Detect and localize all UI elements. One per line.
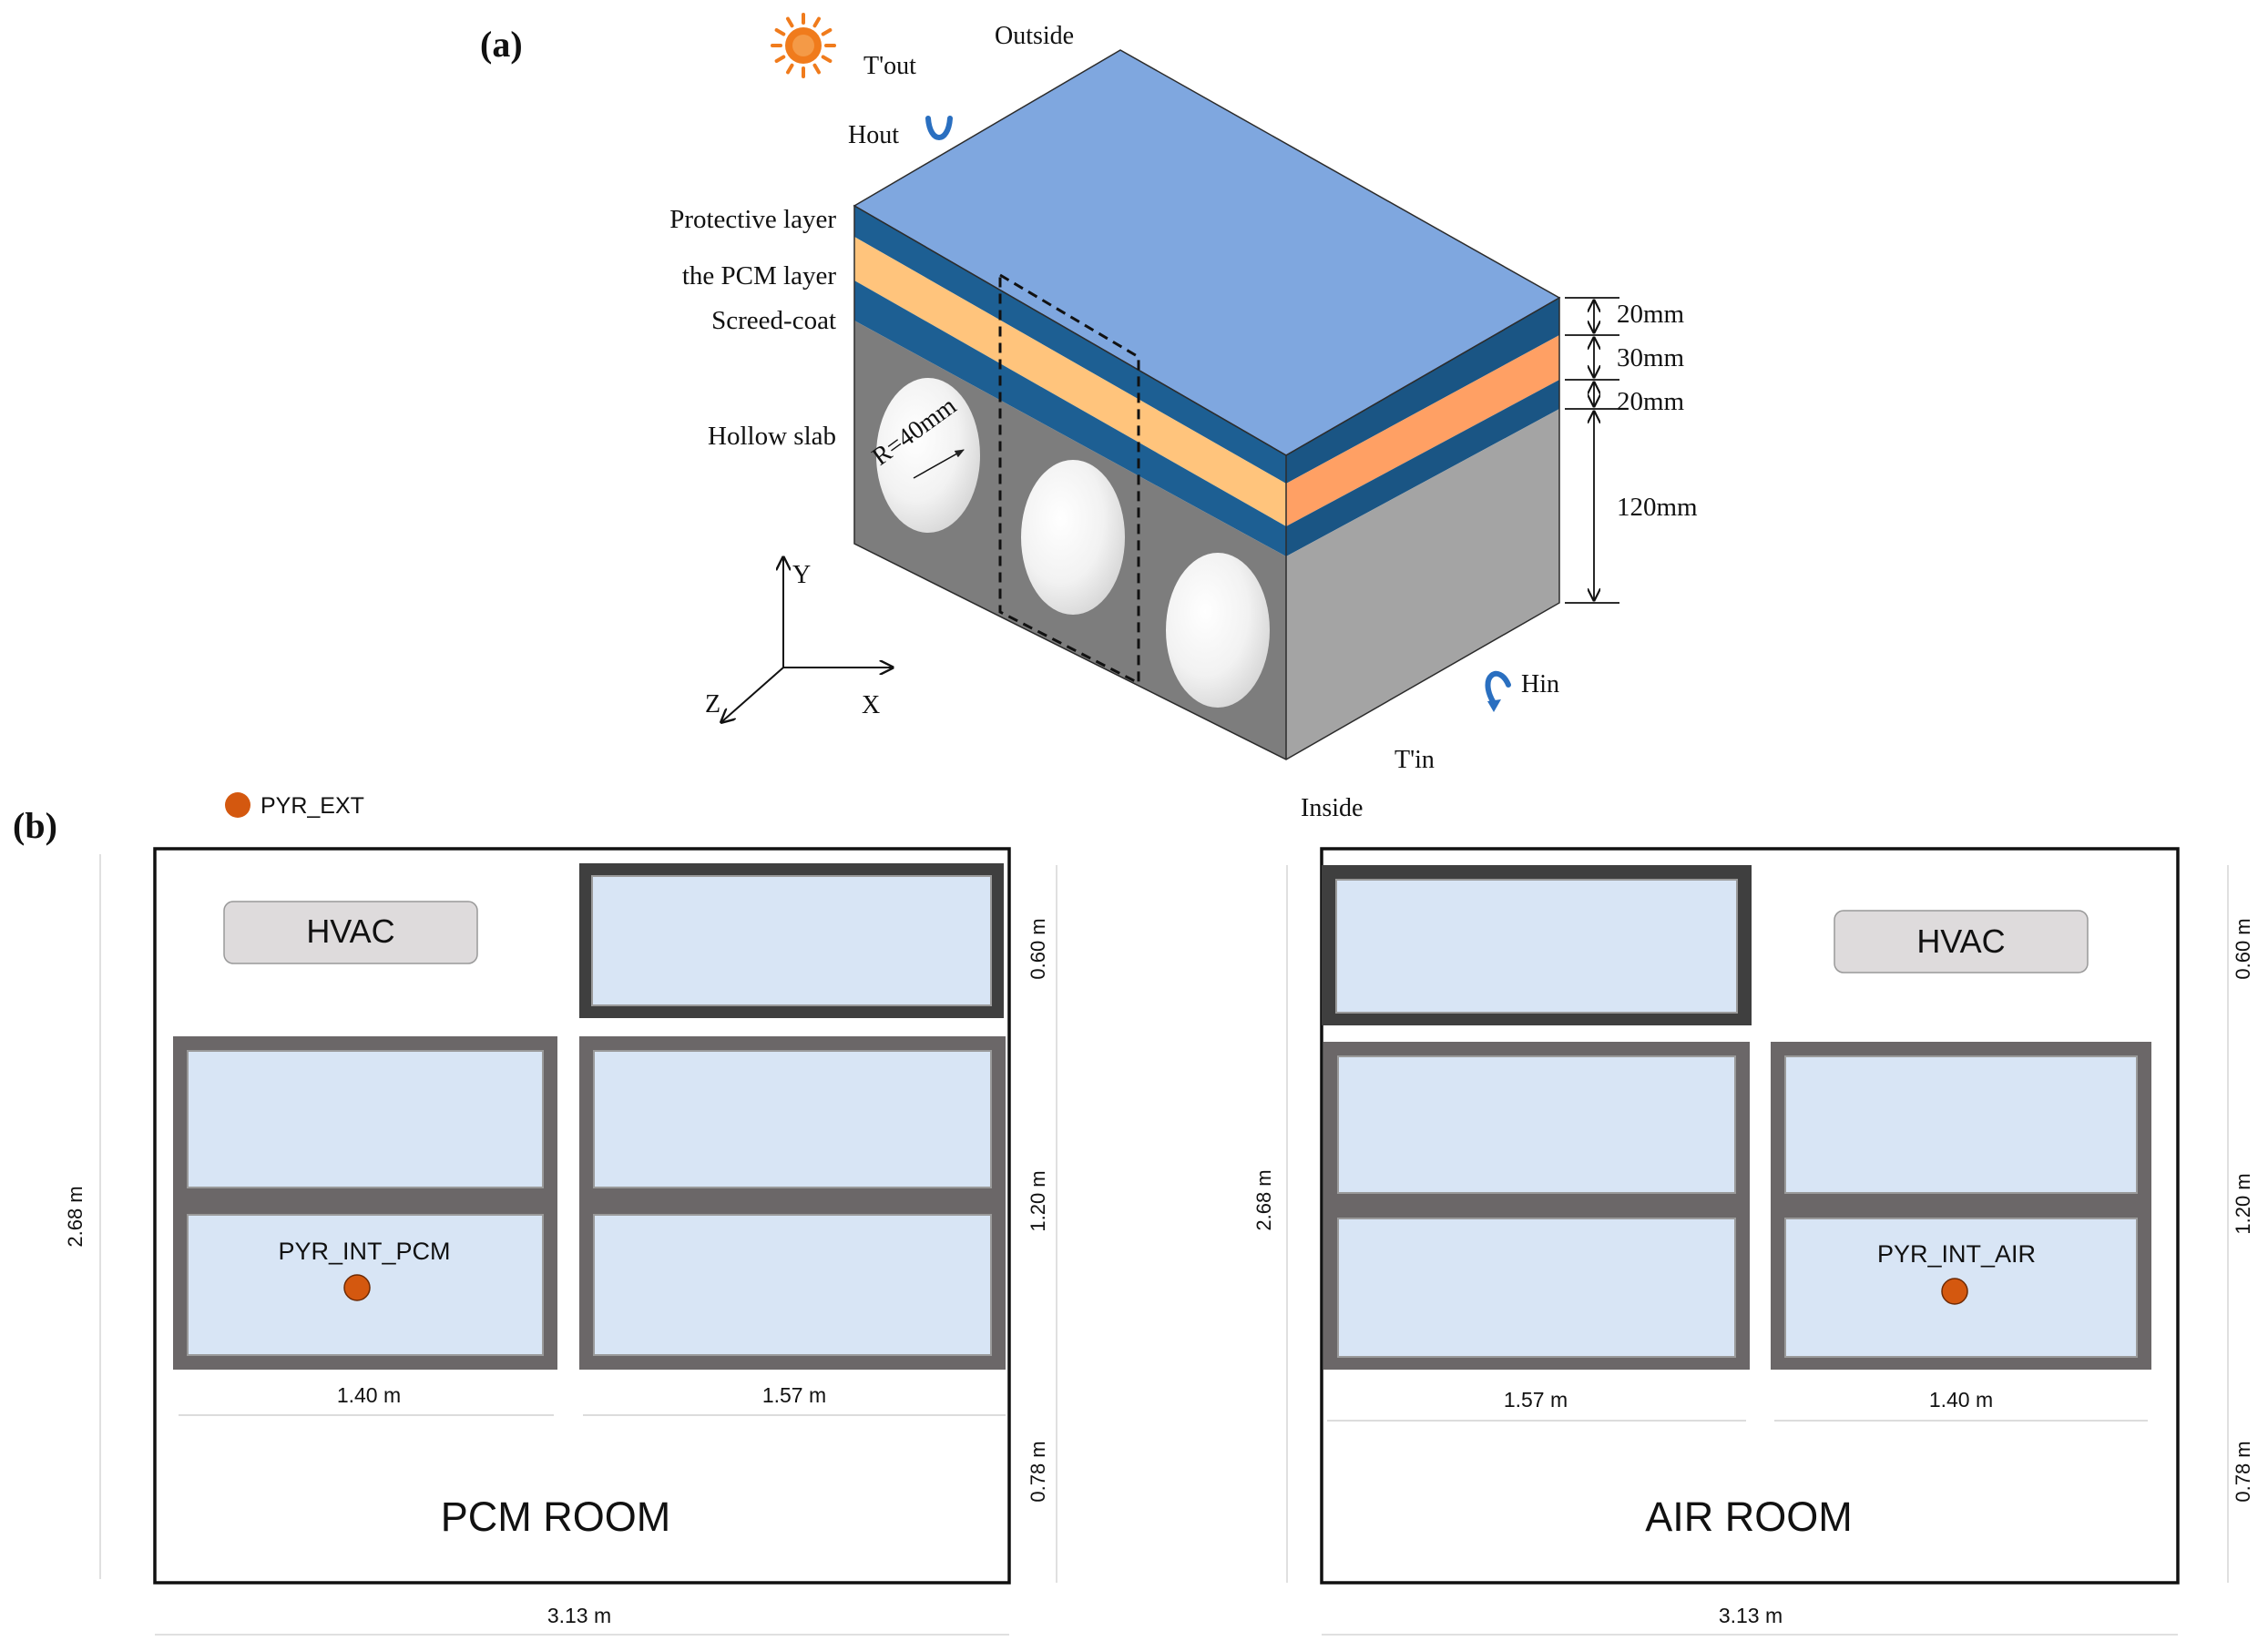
air-dim-top: 0.60 m (2232, 918, 2254, 979)
sun-ray (821, 55, 833, 63)
radius-arrow (913, 449, 965, 479)
front-protective-layer (854, 206, 1286, 484)
dim-protective: 20mm (1617, 300, 1685, 329)
window-glass (187, 1050, 544, 1188)
air-win-right-width: 1.40 m (1929, 1388, 1993, 1412)
pcm-room-width: 3.13 m (547, 1604, 611, 1627)
front-screed-layer (854, 280, 1286, 556)
air-room-height: 2.68 m (1252, 1169, 1275, 1230)
dim-screed: 20mm (1617, 387, 1685, 416)
window-glass (1335, 879, 1738, 1014)
hvac-unit (223, 901, 478, 964)
sensor-int-pcm-label: PYR_INT_PCM (278, 1238, 450, 1265)
window-glass (593, 1214, 992, 1356)
h-out-arrow-icon (925, 116, 953, 140)
sensor-int-air-dot (1941, 1278, 1968, 1305)
screed-coat-label: Screed-coat (711, 306, 836, 335)
air-room-width: 3.13 m (1719, 1604, 1783, 1627)
sensor-int-air-label: PYR_INT_AIR (1877, 1240, 2036, 1268)
hvac-label: HVAC (1916, 922, 2005, 960)
pcm-dim-bottom: 0.78 m (1027, 1441, 1049, 1502)
thickness-dimensions (1565, 297, 1619, 604)
dim-hollow: 120mm (1617, 493, 1698, 522)
sensor-ext-label: PYR_EXT (261, 793, 364, 819)
air-dim-middle: 1.20 m (2232, 1173, 2254, 1234)
pcm-room-title: PCM ROOM (441, 1493, 671, 1540)
pcm-room: HVAC PYR_INT_PCM 1.40 m 1.57 m PCM ROOM … (64, 847, 1057, 1636)
air-win-left-width: 1.57 m (1504, 1388, 1568, 1412)
t-out-label: T'out (863, 52, 916, 80)
h-in-label: Hin (1521, 670, 1559, 698)
sun-ray (812, 63, 821, 75)
window-glass (593, 1050, 992, 1188)
window-glass (1337, 1218, 1736, 1358)
window-glass (591, 875, 992, 1006)
hollow-core (1021, 460, 1125, 615)
side-hollow-slab (1286, 409, 1559, 759)
panel-a-label: (a) (480, 24, 523, 65)
pcm-room-height: 2.68 m (64, 1186, 87, 1247)
h-out-label: Hout (848, 121, 899, 149)
front-pcm-layer (854, 237, 1286, 526)
pcm-win-left-width: 1.40 m (337, 1383, 401, 1407)
sun-ray (786, 63, 794, 75)
hollow-core (876, 378, 980, 533)
pcm-dim-middle: 1.20 m (1027, 1170, 1049, 1231)
sun-icon (771, 13, 836, 78)
hvac-unit (1834, 910, 2089, 973)
hollow-slab-label: Hollow slab (708, 422, 836, 451)
axis-x-label: X (862, 691, 880, 719)
window-glass (1337, 1055, 1736, 1194)
air-room: HVAC PYR_INT_AIR 1.57 m 1.40 m AIR ROOM … (1252, 847, 2254, 1636)
pcm-dim-top: 0.60 m (1027, 918, 1049, 979)
dim-pcm: 30mm (1617, 343, 1685, 372)
sun-ray (774, 28, 786, 36)
air-dim-bottom: 0.78 m (2232, 1441, 2254, 1502)
t-in-label: T'in (1395, 746, 1435, 774)
pcm-layer-label: the PCM layer (682, 261, 836, 290)
h-in-arrow-icon (1485, 671, 1511, 706)
panel-b-label: (b) (13, 805, 57, 846)
side-protective-layer (1286, 298, 1559, 484)
section-outline (998, 272, 1140, 686)
axis-z-label: Z (705, 690, 720, 719)
axis-triad (721, 557, 893, 722)
outside-label: Outside (995, 22, 1074, 50)
hvac-label: HVAC (306, 912, 394, 950)
slab-block (853, 49, 1561, 760)
side-pcm-layer (1286, 335, 1559, 526)
air-room-title: AIR ROOM (1645, 1493, 1853, 1540)
sensor-int-pcm-dot (343, 1274, 371, 1301)
pcm-win-right-width: 1.57 m (762, 1383, 826, 1407)
sun-ray (786, 16, 794, 28)
sun-ray (774, 55, 786, 63)
window-glass (1784, 1055, 2138, 1194)
protective-layer-label: Protective layer (669, 205, 836, 234)
hollow-core (1166, 553, 1270, 708)
axis-y-label: Y (792, 561, 811, 589)
sensor-ext-dot (225, 792, 250, 818)
sun-ray (821, 28, 833, 36)
inside-label: Inside (1301, 794, 1363, 822)
panel-b: (b) PYR_EXT HVAC PYR_INT_PCM 1.40 m (13, 792, 2254, 1636)
panel-a: (a) T'out Outside Hout (480, 13, 1698, 822)
side-screed-layer (1286, 380, 1559, 556)
sun-ray (812, 16, 821, 28)
